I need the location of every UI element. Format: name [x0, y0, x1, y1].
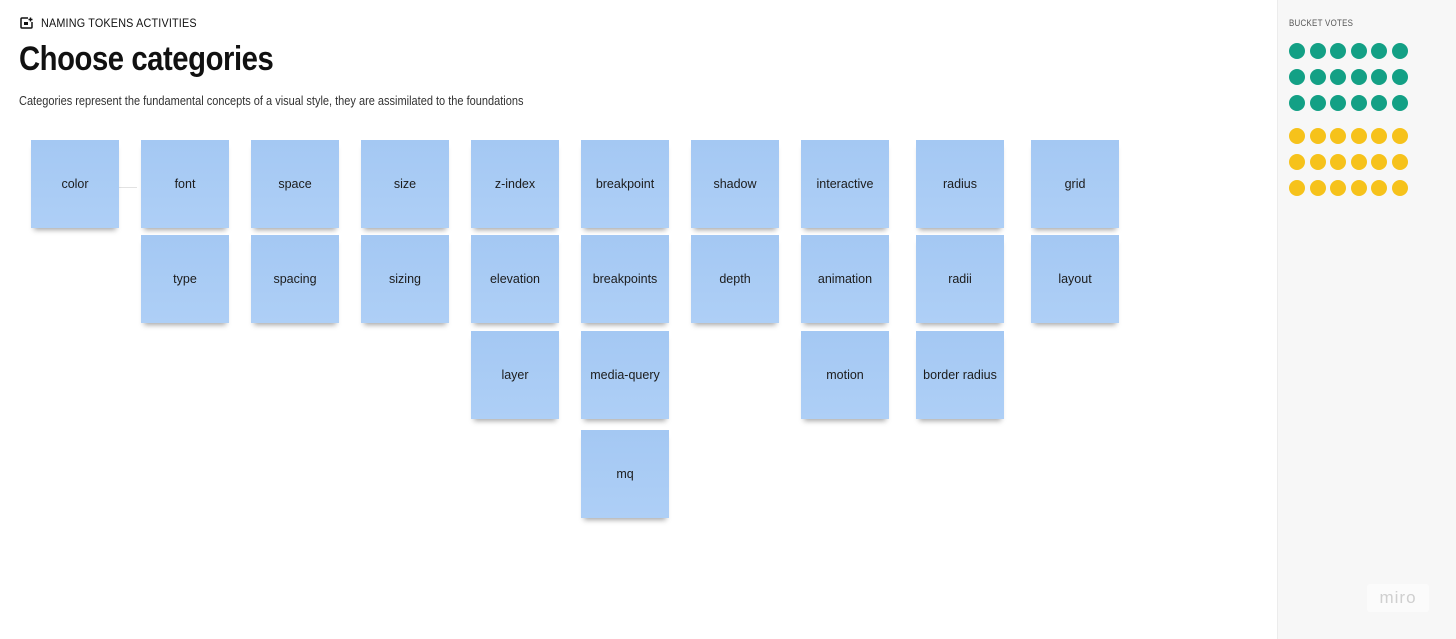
yellow-vote-dot[interactable]: [1350, 154, 1367, 170]
sticky-note-sizing[interactable]: sizing: [361, 235, 449, 323]
sticky-note-radius[interactable]: radius: [916, 140, 1004, 228]
sticky-note-z-index[interactable]: z-index: [471, 140, 559, 228]
board-icon: [20, 17, 33, 29]
sticky-note-layout[interactable]: layout: [1031, 235, 1119, 323]
green-vote-dots: [1289, 43, 1408, 111]
page-subtitle: Categories represent the fundamental con…: [19, 94, 524, 108]
sticky-note-breakpoints[interactable]: breakpoints: [581, 235, 669, 323]
green-vote-dot[interactable]: [1289, 95, 1305, 111]
sticky-note-size[interactable]: size: [361, 140, 449, 228]
sticky-note-spacing[interactable]: spacing: [251, 235, 339, 323]
green-vote-dot[interactable]: [1350, 95, 1367, 111]
board-canvas[interactable]: NAMING TOKENS ACTIVITIES Choose categori…: [0, 0, 1276, 639]
yellow-vote-dot[interactable]: [1371, 128, 1388, 144]
yellow-vote-dot[interactable]: [1289, 128, 1305, 144]
green-vote-dot[interactable]: [1350, 69, 1367, 85]
yellow-vote-dot[interactable]: [1391, 154, 1408, 170]
green-vote-dot[interactable]: [1391, 43, 1408, 59]
yellow-vote-dot[interactable]: [1309, 128, 1326, 144]
sticky-note-type[interactable]: type: [141, 235, 229, 323]
green-vote-dot[interactable]: [1350, 43, 1367, 59]
green-vote-dot[interactable]: [1309, 69, 1326, 85]
sticky-note-grid[interactable]: grid: [1031, 140, 1119, 228]
sticky-note-shadow[interactable]: shadow: [691, 140, 779, 228]
page-title: Choose categories: [19, 40, 274, 78]
sticky-note-color[interactable]: color: [31, 140, 119, 228]
sticky-note-elevation[interactable]: elevation: [471, 235, 559, 323]
sticky-note-radii[interactable]: radii: [916, 235, 1004, 323]
green-vote-dot[interactable]: [1330, 69, 1347, 85]
sticky-note-media-query[interactable]: media-query: [581, 331, 669, 419]
bucket-votes-title: BUCKET VOTES: [1289, 18, 1354, 28]
green-vote-dot[interactable]: [1289, 43, 1305, 59]
green-vote-dot[interactable]: [1289, 69, 1305, 85]
yellow-vote-dot[interactable]: [1391, 128, 1408, 144]
sticky-note-space[interactable]: space: [251, 140, 339, 228]
yellow-vote-dot[interactable]: [1330, 154, 1347, 170]
sticky-note-depth[interactable]: depth: [691, 235, 779, 323]
yellow-vote-dot[interactable]: [1289, 154, 1305, 170]
green-vote-dot[interactable]: [1309, 43, 1326, 59]
sticky-note-border-radius[interactable]: border radius: [916, 331, 1004, 419]
sticky-note-font[interactable]: font: [141, 140, 229, 228]
miro-logo: miro: [1367, 584, 1429, 612]
green-vote-dot[interactable]: [1330, 95, 1347, 111]
yellow-vote-dot[interactable]: [1309, 180, 1326, 196]
sticky-note-layer[interactable]: layer: [471, 331, 559, 419]
yellow-vote-dots: [1289, 128, 1408, 196]
board-name: NAMING TOKENS ACTIVITIES: [41, 16, 197, 30]
sticky-note-motion[interactable]: motion: [801, 331, 889, 419]
yellow-vote-dot[interactable]: [1371, 154, 1388, 170]
board-header: NAMING TOKENS ACTIVITIES: [20, 16, 214, 30]
yellow-vote-dot[interactable]: [1350, 128, 1367, 144]
sticky-note-breakpoint[interactable]: breakpoint: [581, 140, 669, 228]
green-vote-dot[interactable]: [1330, 43, 1347, 59]
yellow-vote-dot[interactable]: [1330, 180, 1347, 196]
green-vote-dot[interactable]: [1391, 95, 1408, 111]
green-vote-dot[interactable]: [1371, 43, 1388, 59]
green-vote-dot[interactable]: [1371, 69, 1388, 85]
yellow-vote-dot[interactable]: [1350, 180, 1367, 196]
yellow-vote-dot[interactable]: [1371, 180, 1388, 196]
yellow-vote-dot[interactable]: [1391, 180, 1408, 196]
yellow-vote-dot[interactable]: [1330, 128, 1347, 144]
sticky-note-animation[interactable]: animation: [801, 235, 889, 323]
yellow-vote-dot[interactable]: [1309, 154, 1326, 170]
connector-line[interactable]: [119, 187, 137, 188]
sticky-note-mq[interactable]: mq: [581, 430, 669, 518]
green-vote-dot[interactable]: [1309, 95, 1326, 111]
yellow-vote-dot[interactable]: [1289, 180, 1305, 196]
sticky-note-interactive[interactable]: interactive: [801, 140, 889, 228]
green-vote-dot[interactable]: [1371, 95, 1388, 111]
bucket-votes-panel: BUCKET VOTES miro: [1277, 0, 1456, 639]
green-vote-dot[interactable]: [1391, 69, 1408, 85]
